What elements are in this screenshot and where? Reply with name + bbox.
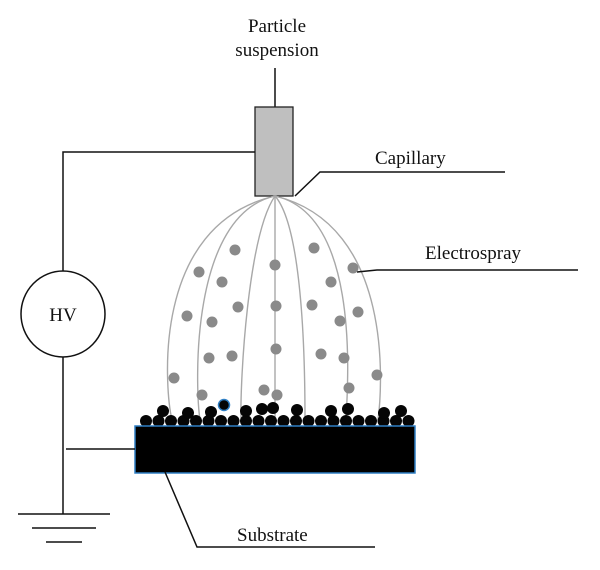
deposited-particle [395, 405, 407, 417]
spray-particle [325, 276, 337, 288]
deposited-particle [256, 403, 268, 415]
spray-particle [334, 315, 346, 327]
spray-particle [270, 300, 282, 312]
spray-particle [232, 301, 244, 313]
spray-line [166, 195, 276, 421]
deposited-particle [291, 404, 303, 416]
deposited-particle [402, 415, 415, 427]
deposited-particle-layer [140, 398, 415, 427]
deposited-particle [252, 415, 265, 427]
hv-label: HV [49, 305, 77, 326]
title-line-2: suspension [235, 40, 319, 61]
deposited-particle [215, 415, 227, 427]
deposited-particle [277, 415, 290, 427]
deposited-particle [190, 415, 202, 427]
spray-particle [196, 389, 208, 401]
deposited-particle [227, 415, 240, 427]
spray-particles [168, 242, 383, 401]
deposited-particle [240, 405, 252, 417]
capillary-leader-line [294, 171, 505, 197]
spray-line [274, 195, 382, 421]
deposited-particle [140, 415, 152, 427]
spray-particle [226, 350, 238, 362]
deposited-particle [205, 406, 217, 418]
spray-particle [203, 352, 215, 364]
spray-particle [258, 384, 270, 396]
spray-particle [168, 372, 180, 384]
spray-particle [269, 259, 281, 271]
hv-source [20, 270, 106, 358]
deposited-particle [390, 415, 402, 427]
deposited-particle [342, 403, 354, 415]
spray-particle [181, 310, 193, 322]
spray-particle [216, 276, 228, 288]
deposited-particle [327, 415, 340, 427]
spray-line [196, 195, 276, 421]
deposited-particle [352, 415, 365, 427]
capillary [254, 106, 294, 197]
deposited-particle [340, 415, 352, 427]
spray-particle [193, 266, 205, 278]
capillary-label: Capillary [375, 148, 446, 169]
spray-particle [338, 352, 350, 364]
highlighted-particle [217, 398, 231, 412]
deposited-particle [152, 415, 165, 427]
deposited-particle [265, 415, 277, 427]
deposited-particle [315, 415, 327, 427]
deposited-particle [202, 415, 215, 427]
deposited-particle [157, 405, 169, 417]
title-line-1: Particle [248, 16, 306, 37]
deposited-particle [302, 415, 315, 427]
deposited-particle [182, 407, 194, 419]
substrate-label: Substrate [237, 525, 308, 546]
deposited-particle [378, 407, 390, 419]
deposited-particle [290, 415, 302, 427]
spray-particle [271, 389, 283, 401]
deposited-particle [240, 415, 252, 427]
spray-particle [347, 262, 359, 274]
spray-particle [270, 343, 282, 355]
substrate-leader-line [164, 471, 375, 548]
spray-particle [343, 382, 355, 394]
spray-particle [229, 244, 241, 256]
substrate [134, 425, 416, 474]
spray-particle [206, 316, 218, 328]
spray-particle [306, 299, 318, 311]
spray-particle [315, 348, 327, 360]
electrospray-label: Electrospray [425, 243, 522, 264]
spray-line [274, 195, 349, 421]
hv-wire-top [62, 151, 255, 271]
electrospray-leader-line [356, 269, 578, 273]
spray-line [240, 195, 276, 421]
deposited-particle [325, 405, 337, 417]
deposited-particle [165, 415, 177, 427]
spray-line [274, 195, 306, 421]
spray-particle [352, 306, 364, 318]
deposited-particle [267, 402, 279, 414]
deposited-particle [365, 415, 377, 427]
spray-particle [308, 242, 320, 254]
spray-particle [371, 369, 383, 381]
